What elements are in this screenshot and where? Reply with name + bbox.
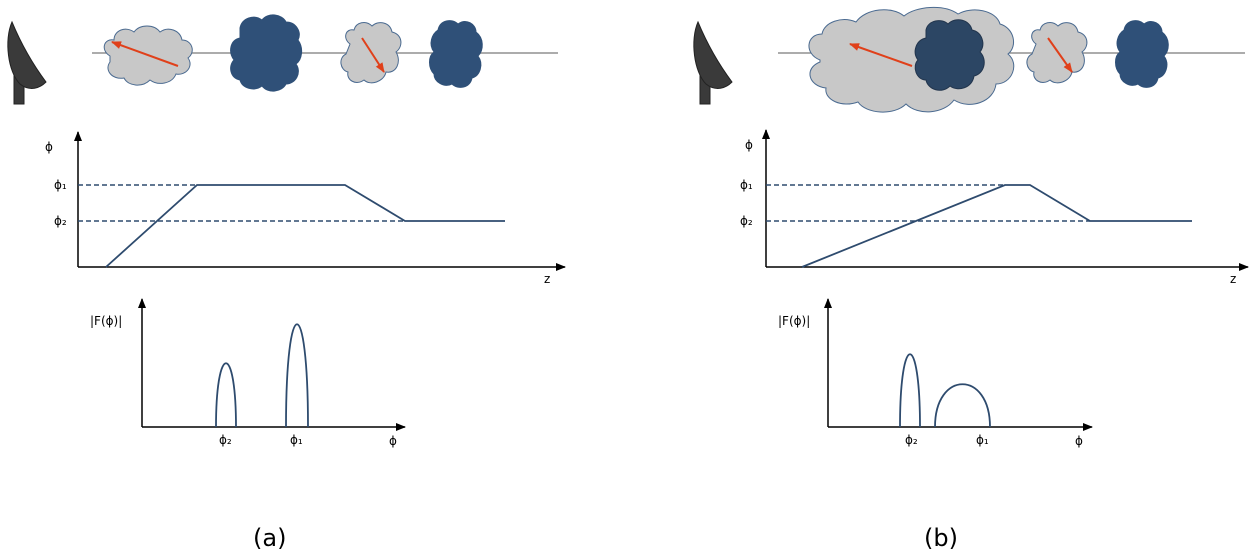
- light-cloud: [1026, 22, 1088, 84]
- z-axis-label: z: [544, 272, 550, 286]
- phi-axis-label: ϕ: [45, 140, 53, 154]
- polarization-arrow: [111, 41, 179, 67]
- spectrum-x-label: ϕ: [389, 434, 397, 448]
- dark-cloud: [230, 14, 303, 92]
- polarization-arrow: [1047, 37, 1073, 73]
- panel-a: ϕ ϕ₁ ϕ₂ z |F(ϕ)| ϕ ϕ₂ ϕ₁ (a): [7, 14, 566, 552]
- panel-b: ϕ ϕ₁ ϕ₂ z |F(ϕ)| ϕ ϕ₂ ϕ₁ (b): [693, 7, 1249, 552]
- level-1-label: ϕ₁: [740, 178, 753, 192]
- polarization-arrow: [361, 37, 385, 73]
- polarization-arrow: [849, 43, 913, 67]
- dark-cloud: [914, 19, 985, 91]
- level-2-label: ϕ₂: [54, 214, 67, 228]
- radio-dish-icon: [693, 20, 733, 105]
- peak-2-label: ϕ₂: [905, 433, 918, 447]
- spectrum-peak-2: [215, 362, 237, 428]
- spectrum-peak-2: [899, 353, 921, 428]
- level-1-label: ϕ₁: [54, 178, 67, 192]
- phi-curve: [801, 184, 1192, 268]
- phi-vs-z-graph: ϕ ϕ₁ ϕ₂ z: [740, 129, 1249, 286]
- phi-curve: [105, 184, 505, 268]
- phi-vs-z-graph: ϕ ϕ₁ ϕ₂ z: [45, 131, 566, 286]
- radio-dish-icon: [7, 20, 47, 105]
- spectrum-x-label: ϕ: [1075, 434, 1083, 448]
- spectrum-y-label: |F(ϕ)|: [90, 314, 122, 328]
- peak-1-label: ϕ₁: [290, 433, 303, 447]
- dark-cloud: [1115, 20, 1169, 88]
- z-axis-label: z: [1230, 272, 1236, 286]
- dark-cloud: [429, 20, 483, 88]
- spectrum-peak-broad: [934, 383, 991, 428]
- phi-axis-label: ϕ: [745, 138, 753, 152]
- spectrum-y-label: |F(ϕ)|: [778, 314, 810, 328]
- peak-2-label: ϕ₂: [219, 433, 232, 447]
- faraday-spectrum: |F(ϕ)| ϕ ϕ₂ ϕ₁: [778, 298, 1093, 448]
- faraday-spectrum: |F(ϕ)| ϕ ϕ₂ ϕ₁: [90, 298, 406, 448]
- caption-a: (a): [253, 524, 286, 552]
- caption-b: (b): [924, 524, 958, 552]
- level-2-label: ϕ₂: [740, 214, 753, 228]
- spectrum-peak-1: [285, 323, 309, 428]
- peak-1-label: ϕ₁: [976, 433, 989, 447]
